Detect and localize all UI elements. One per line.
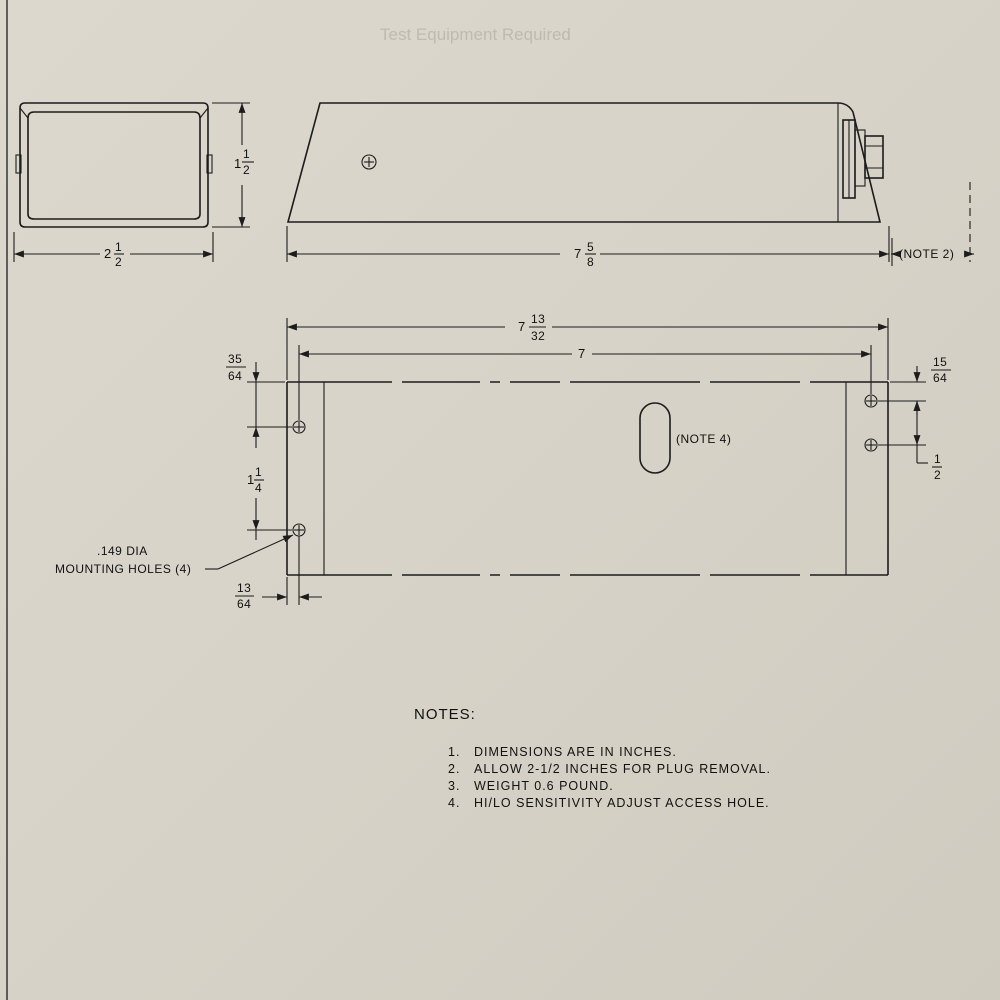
left-offset-dimension: 35 64 xyxy=(226,352,246,383)
mounting-hole-left-top xyxy=(292,420,306,434)
hole-spacing-right-dimension: 1 2 xyxy=(932,452,942,482)
front-height-dimension: 1 1 2 xyxy=(234,147,254,177)
hole-callout-line1: .149 DIA xyxy=(97,544,148,558)
right-offset-dimension: 15 64 xyxy=(931,355,951,385)
svg-text:64: 64 xyxy=(237,597,251,611)
note-item: 3.WEIGHT 0.6 POUND. xyxy=(448,779,614,793)
svg-text:5: 5 xyxy=(587,240,594,254)
svg-text:64: 64 xyxy=(933,371,947,385)
svg-text:1: 1 xyxy=(115,240,122,254)
mounting-hole-right-top xyxy=(864,394,878,408)
top-view: (NOTE 4) xyxy=(55,312,951,611)
svg-text:32: 32 xyxy=(531,329,545,343)
svg-text:7: 7 xyxy=(574,246,582,261)
svg-text:1: 1 xyxy=(255,465,262,479)
front-width-dimension: 2 1 2 xyxy=(104,240,124,269)
page-title: Test Equipment Required xyxy=(380,25,571,44)
svg-text:1: 1 xyxy=(247,472,255,487)
svg-text:64: 64 xyxy=(228,369,242,383)
svg-text:13: 13 xyxy=(237,581,251,595)
top-overall-dimension: 7 13 32 xyxy=(518,312,546,343)
note-item: 2.ALLOW 2-1/2 INCHES FOR PLUG REMOVAL. xyxy=(448,762,771,776)
notes-title: NOTES: xyxy=(414,706,476,723)
hole-callout-line2: MOUNTING HOLES (4) xyxy=(55,562,191,576)
svg-text:15: 15 xyxy=(933,355,947,369)
mounting-hole-right-bottom xyxy=(864,438,878,452)
note-item: 4.HI/LO SENSITIVITY ADJUST ACCESS HOLE. xyxy=(448,796,770,810)
front-view: 1 1 2 2 1 2 xyxy=(13,102,254,269)
notes-list: 1.DIMENSIONS ARE IN INCHES. 2.ALLOW 2-1/… xyxy=(448,744,771,812)
svg-text:35: 35 xyxy=(228,352,242,366)
svg-text:2: 2 xyxy=(243,163,250,177)
note2-reference: (NOTE 2) xyxy=(899,247,954,261)
svg-text:1: 1 xyxy=(234,156,242,171)
mounting-hole-left-bottom xyxy=(292,523,306,537)
svg-text:4: 4 xyxy=(255,481,262,495)
note4-reference: (NOTE 4) xyxy=(676,432,731,446)
svg-text:2: 2 xyxy=(115,255,122,269)
side-view: 7 5 8 (NOTE 2) xyxy=(286,102,974,269)
svg-text:1: 1 xyxy=(934,452,941,466)
svg-text:1: 1 xyxy=(243,147,250,161)
top-inner-dimension: 7 xyxy=(578,346,586,361)
svg-text:2: 2 xyxy=(104,246,112,261)
note-item: 1.DIMENSIONS ARE IN INCHES. xyxy=(448,745,677,759)
svg-text:7: 7 xyxy=(518,319,526,334)
hole-spacing-left-dimension: 1 1 4 xyxy=(247,465,264,495)
svg-text:13: 13 xyxy=(531,312,545,326)
svg-text:2: 2 xyxy=(934,468,941,482)
svg-text:8: 8 xyxy=(587,255,594,269)
flange-width-dimension: 13 64 xyxy=(235,581,254,611)
side-length-dimension: 7 5 8 xyxy=(574,240,596,269)
